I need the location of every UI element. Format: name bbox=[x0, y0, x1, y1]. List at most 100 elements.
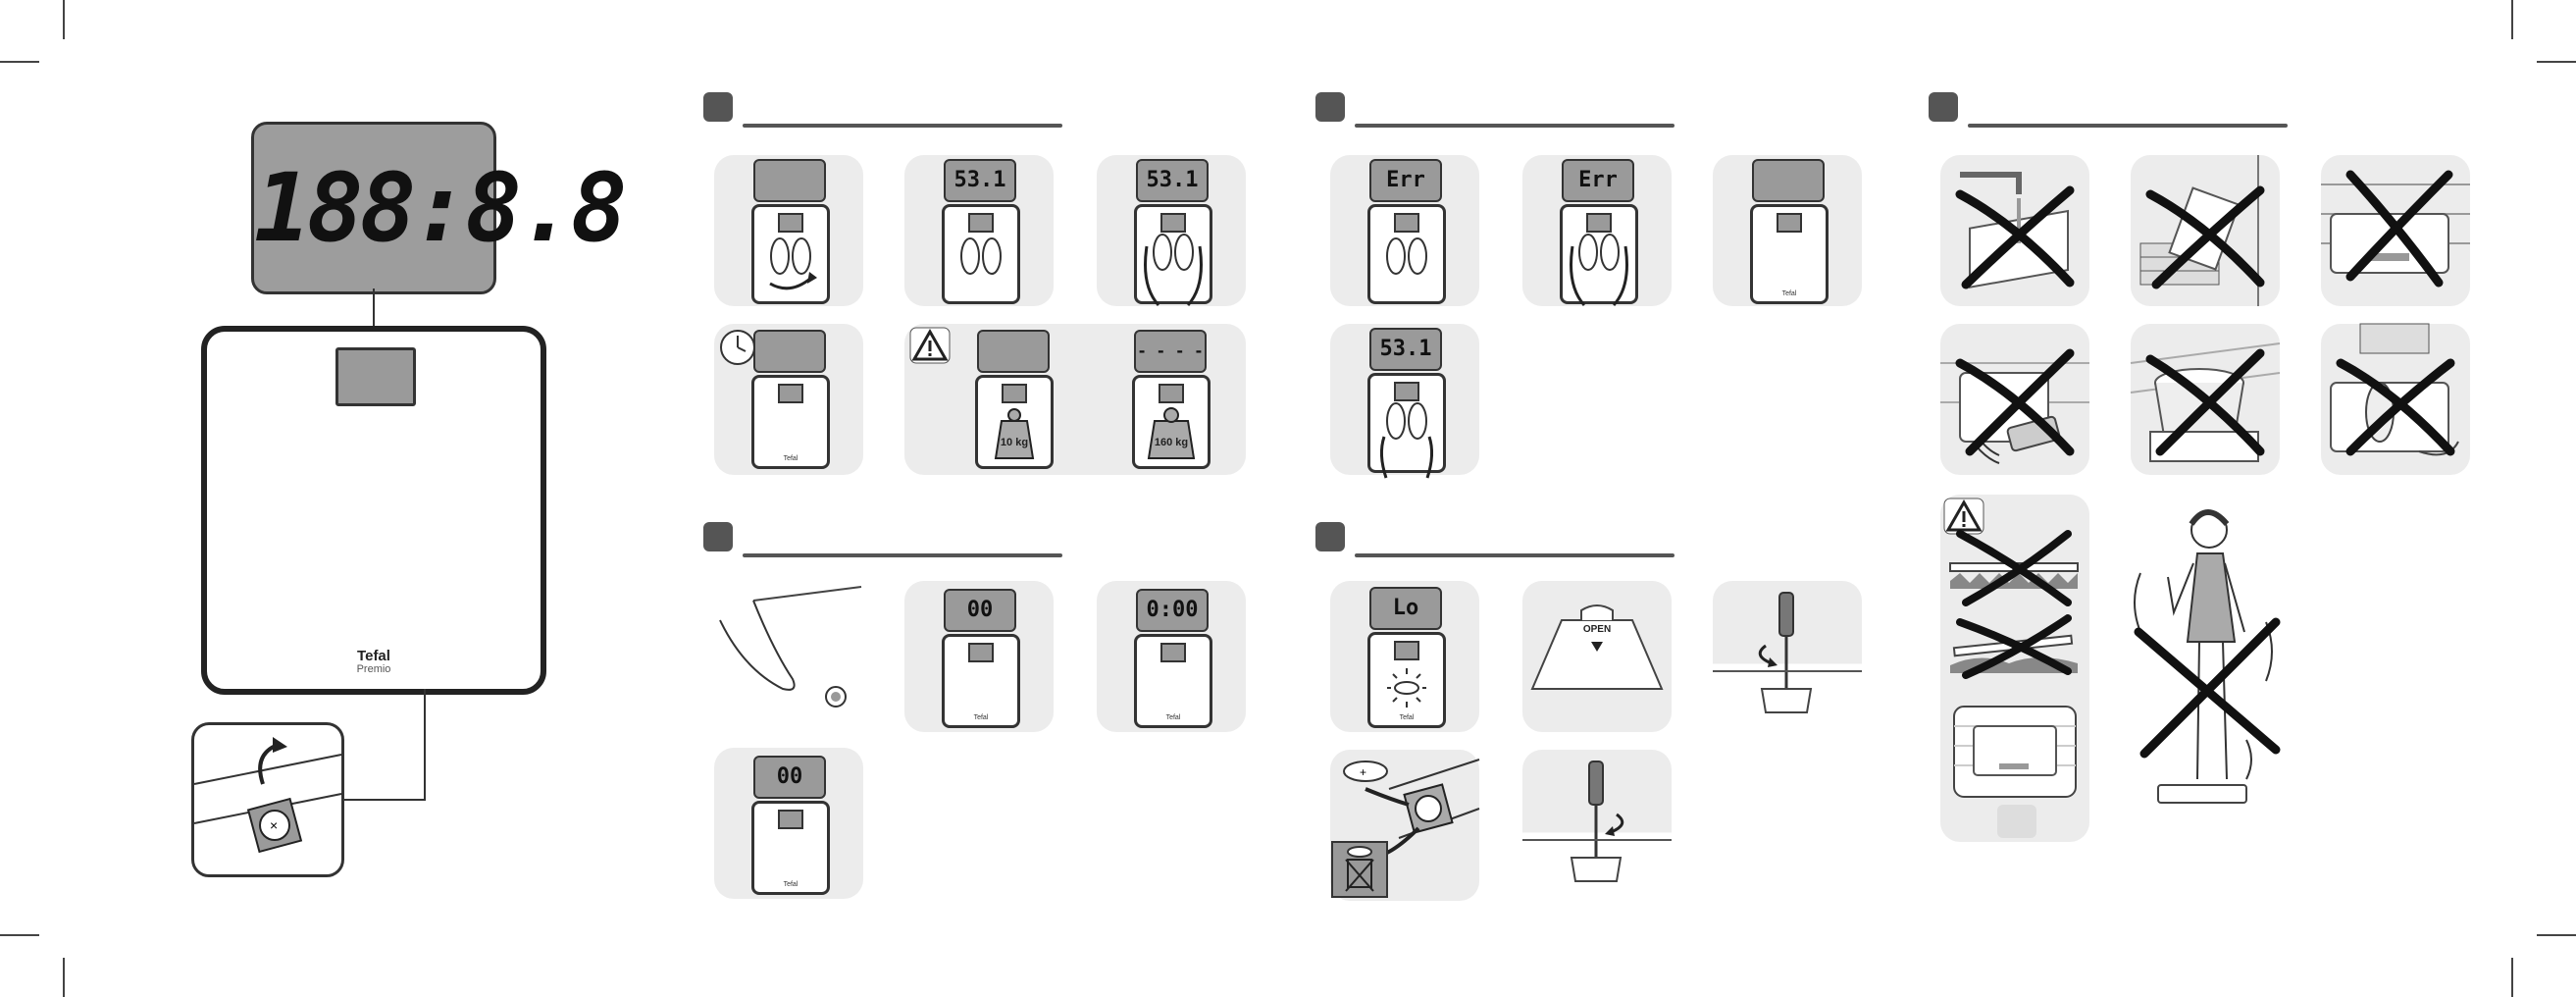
model-label: Premio bbox=[356, 663, 391, 675]
mini-scale-window bbox=[778, 384, 803, 403]
mini-scale: Tefal bbox=[1134, 634, 1212, 728]
prohibited-jumping-figure bbox=[2129, 495, 2286, 848]
section-rule-d bbox=[743, 553, 1062, 557]
mini-scale-brand: Tefal bbox=[783, 455, 799, 462]
prohibited-water-panel bbox=[1940, 155, 2089, 306]
step-panel: 53.1 bbox=[904, 155, 1054, 306]
section-marker-a bbox=[703, 92, 733, 122]
open-label: OPEN bbox=[1582, 624, 1612, 635]
crop-mark bbox=[2537, 934, 2576, 936]
mini-scale-window bbox=[778, 213, 803, 233]
mini-scale bbox=[1134, 204, 1212, 307]
panel-display: Lo bbox=[1369, 587, 1442, 630]
battery-replace-drawing: + bbox=[1331, 759, 1480, 898]
step-panel bbox=[714, 155, 863, 306]
section-rule-e bbox=[1355, 553, 1674, 557]
crop-mark bbox=[63, 958, 65, 997]
uneven-surface-drawing bbox=[1949, 530, 2079, 838]
prohibited-cross-icon bbox=[2336, 358, 2455, 456]
panel-display bbox=[753, 159, 826, 202]
prohibited-stand-edge-panel bbox=[2321, 323, 2470, 475]
panel-display: 53.1 bbox=[944, 159, 1016, 202]
weight-icon bbox=[994, 408, 1035, 459]
panel-display: 00 bbox=[944, 589, 1016, 632]
prohibited-phone-panel bbox=[1940, 324, 2089, 475]
step-panel: 53.1 bbox=[1097, 155, 1246, 307]
battery-compartment-drawing: × bbox=[193, 737, 342, 854]
step-panel: Err bbox=[1330, 155, 1479, 306]
section-rule-b bbox=[1355, 124, 1674, 128]
screwdriver-panel bbox=[1713, 581, 1862, 732]
surface-warning-panel bbox=[1940, 495, 2089, 842]
panel-display: 53.1 bbox=[1136, 159, 1209, 202]
mini-scale: 160 kg bbox=[1132, 375, 1211, 469]
mini-scale: 10 kg bbox=[975, 375, 1054, 469]
battery-blink-icon bbox=[1387, 668, 1426, 708]
mini-scale-window bbox=[1002, 384, 1027, 403]
warning-icon bbox=[909, 327, 951, 364]
mini-scale-window bbox=[1394, 213, 1419, 233]
screwdriver-unscrew-drawing bbox=[1713, 592, 1862, 713]
crop-mark bbox=[2537, 61, 2576, 63]
svg-text:×: × bbox=[270, 817, 278, 833]
feet-standing-icon bbox=[1386, 237, 1427, 275]
crop-mark bbox=[63, 0, 65, 39]
clock-icon bbox=[720, 330, 755, 365]
mini-scale-window bbox=[1394, 641, 1419, 660]
mini-scale: Tefal bbox=[942, 634, 1020, 728]
section-marker-b bbox=[1315, 92, 1345, 122]
step-panel: 00 Tefal bbox=[904, 581, 1054, 732]
scale-display-window bbox=[335, 347, 416, 406]
display-connector-line bbox=[373, 289, 375, 343]
prohibited-cross-icon bbox=[1955, 348, 2075, 456]
svg-text:+: + bbox=[1360, 765, 1366, 779]
step-panel: Tefal bbox=[714, 324, 863, 475]
panel-display bbox=[753, 330, 826, 373]
mini-scale-brand: Tefal bbox=[1165, 714, 1181, 721]
feet-standing-icon bbox=[960, 237, 1002, 275]
connector-line bbox=[424, 689, 426, 801]
section-rule-c bbox=[1968, 124, 2288, 128]
mini-scale-window bbox=[968, 213, 994, 233]
replace-battery-panel: + bbox=[1330, 750, 1480, 901]
feet-step-off-icon bbox=[1144, 234, 1203, 307]
step-panel: 53.1 bbox=[1330, 324, 1479, 479]
mini-scale-brand: Tefal bbox=[783, 881, 799, 888]
step-panel: 00 Tefal bbox=[714, 748, 863, 899]
battery-compartment-detail: × bbox=[191, 722, 344, 877]
crop-mark bbox=[0, 934, 39, 936]
brand-label: Tefal bbox=[357, 648, 390, 664]
mini-scale: Tefal bbox=[1367, 632, 1446, 728]
mini-scale-brand: Tefal bbox=[973, 714, 989, 721]
mini-scale-window bbox=[1586, 213, 1612, 233]
prohibited-cross-icon bbox=[1955, 185, 2075, 289]
weight-icon bbox=[1147, 407, 1196, 459]
panel-display bbox=[977, 330, 1050, 373]
connector-line bbox=[334, 799, 426, 801]
open-cover-panel: OPEN bbox=[1522, 581, 1672, 732]
screwdriver-panel bbox=[1522, 750, 1672, 901]
panel-display: 53.1 bbox=[1369, 328, 1442, 371]
step-panel: Tefal bbox=[1713, 155, 1862, 306]
main-display: 188:8.8 bbox=[251, 122, 628, 294]
mini-scale-window bbox=[1160, 213, 1186, 233]
faucet-water-drawing bbox=[1960, 172, 2069, 289]
panel-display: - - - - bbox=[1134, 330, 1207, 373]
mini-scale-window bbox=[1394, 382, 1419, 401]
crop-mark bbox=[0, 61, 39, 63]
panel-display bbox=[1752, 159, 1825, 202]
low-battery-panel: Lo Tefal bbox=[1330, 581, 1479, 732]
mini-scale-window bbox=[1160, 643, 1186, 662]
panel-display: 00 bbox=[753, 756, 826, 799]
mini-scale bbox=[1367, 373, 1446, 479]
mini-scale: Tefal bbox=[1750, 204, 1829, 304]
feet-step-off-icon bbox=[1570, 234, 1628, 307]
mini-scale-window bbox=[1159, 384, 1184, 403]
overload-panel: 10 kg - - - - 160 kg bbox=[904, 324, 1246, 475]
mini-scale-window bbox=[968, 643, 994, 662]
mini-scale-window bbox=[1777, 213, 1802, 233]
prohibited-cross-icon bbox=[2145, 185, 2265, 289]
jumping-woman-drawing bbox=[2134, 509, 2281, 804]
section-marker-c bbox=[1929, 92, 1958, 122]
section-marker-d bbox=[703, 522, 733, 551]
